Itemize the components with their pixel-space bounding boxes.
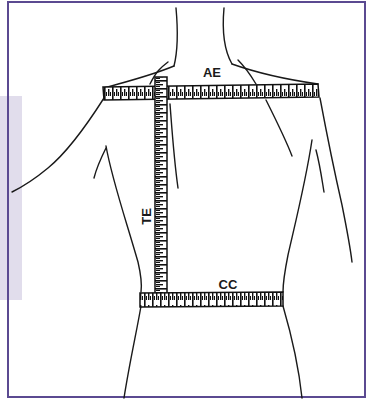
measurement-label: CC xyxy=(217,278,240,291)
body-outline xyxy=(12,8,352,398)
measurement-label: TE xyxy=(140,206,153,227)
frame xyxy=(8,2,365,397)
side-band xyxy=(0,96,22,300)
measuring-tape xyxy=(103,77,319,307)
measurement-label: AE xyxy=(201,66,223,79)
